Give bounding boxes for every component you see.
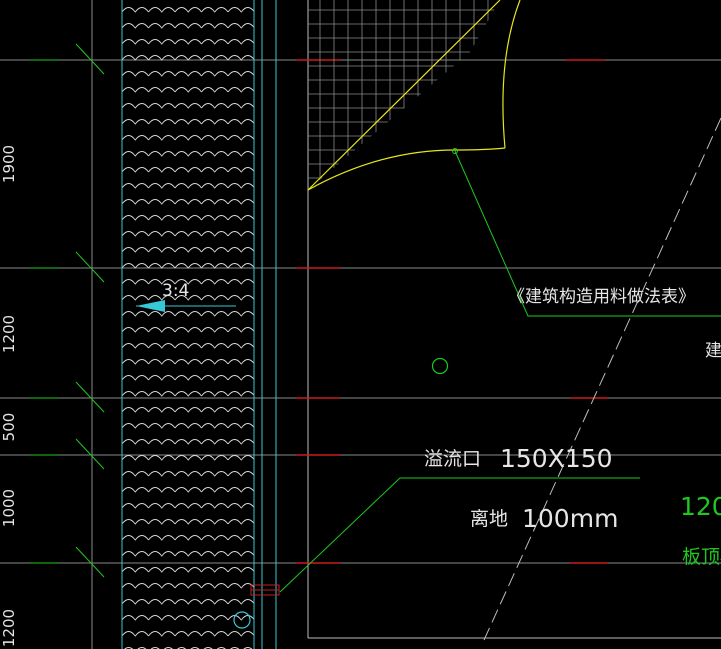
dashed-diagonal <box>483 117 721 641</box>
right-side-annotations: 120 板顶标 <box>680 492 721 568</box>
overflow-outlet-symbol <box>250 584 280 596</box>
roof-tile-hatch <box>122 0 254 649</box>
red-grid-marks <box>296 59 608 564</box>
drain-circle <box>233 611 251 629</box>
building-outline <box>307 0 721 639</box>
height-value: 100mm <box>522 504 618 533</box>
dim-1900: 1900 <box>0 145 18 183</box>
slope-arrow: 3:4 <box>136 281 236 312</box>
right-number: 120 <box>680 492 721 521</box>
dim-1000: 1000 <box>0 489 18 527</box>
yellow-roof-shape <box>307 0 521 191</box>
dim-1200-upper: 1200 <box>0 315 18 353</box>
overflow-label: 溢流口 <box>424 448 481 470</box>
dim-1200-lower: 1200 <box>0 609 18 647</box>
dimension-line <box>30 0 105 649</box>
reference-leader: 《建筑构造用料做法表》 建 <box>452 148 721 361</box>
roof-edge-lines <box>121 0 277 649</box>
reference-note: 《建筑构造用料做法表》 <box>508 287 695 307</box>
overflow-annotation: 溢流口 150X150 离地 100mm <box>279 444 640 593</box>
right-text: 板顶标 <box>682 546 721 568</box>
height-label: 离地 <box>470 508 508 530</box>
overflow-size: 150X150 <box>500 444 613 473</box>
edge-cut-text: 建 <box>705 341 721 361</box>
green-circle-marker <box>431 357 449 375</box>
dim-500: 500 <box>0 413 18 442</box>
slope-label: 3:4 <box>162 281 189 301</box>
dimension-texts: 1900 1200 500 1000 1200 <box>0 145 18 647</box>
